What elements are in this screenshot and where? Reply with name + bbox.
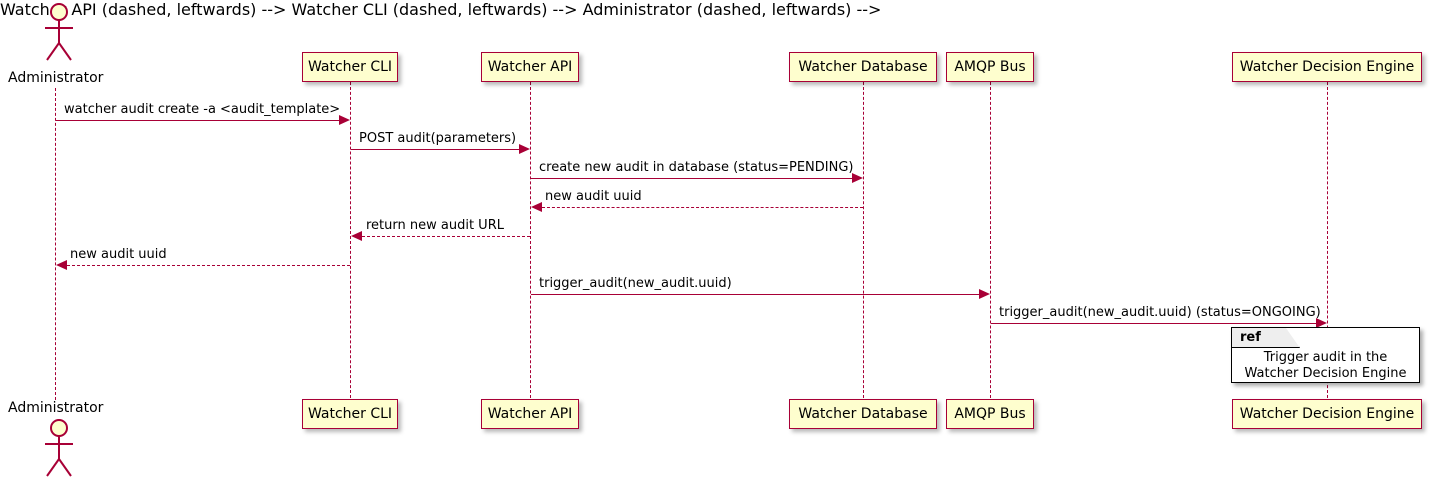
lifeline-watcher-cli <box>350 82 351 398</box>
lifeline-amqp-bus <box>990 82 991 398</box>
message-label-2: POST audit(parameters) <box>359 131 517 146</box>
participant-box-watcher-api-top[interactable]: Watcher API <box>481 52 579 82</box>
participant-box-watcher-api-bottom[interactable]: Watcher API <box>481 399 579 429</box>
arrowhead-3 <box>852 173 863 183</box>
message-label-1: watcher audit create -a <audit_template> <box>64 102 341 117</box>
participant-label: Watcher API <box>487 59 573 75</box>
message-label-8: trigger_audit(new_audit.uuid) (status=ON… <box>999 305 1321 320</box>
participant-label: Watcher CLI <box>307 406 393 422</box>
participant-label: Watcher Database <box>798 59 928 75</box>
ref-fragment-tab-label: ref <box>1240 330 1261 345</box>
participant-box-watcher-database-bottom[interactable]: Watcher Database <box>789 399 937 429</box>
ref-fragment-tab: ref <box>1232 328 1300 348</box>
participant-label: AMQP Bus <box>954 406 1026 422</box>
participant-box-watcher-decision-engine-top[interactable]: Watcher Decision Engine <box>1232 52 1422 82</box>
arrowhead-7 <box>979 289 990 299</box>
arrowhead-5 <box>351 231 362 241</box>
message-label-6: new audit uuid <box>70 247 167 262</box>
ref-fragment-line-2: Watcher Decision Engine <box>1244 366 1407 381</box>
lifeline-watcher-api <box>530 82 531 398</box>
message-arrow-2 <box>351 149 519 150</box>
participant-box-watcher-decision-engine-bottom[interactable]: Watcher Decision Engine <box>1232 399 1422 429</box>
message-arrow-8 <box>991 323 1316 324</box>
actor-stick-figure-icon <box>45 3 73 61</box>
actor-label-top: Administrator <box>8 70 104 86</box>
message-label-7: trigger_audit(new_audit.uuid) <box>539 276 732 291</box>
message-arrow-5 <box>362 236 530 237</box>
arrowhead-6 <box>56 260 67 270</box>
message-arrow-4 <box>542 207 863 208</box>
ref-fragment-body: Trigger audit in the Watcher Decision En… <box>1232 350 1419 382</box>
message-arrow-6 <box>67 265 350 266</box>
arrowhead-1 <box>339 115 350 125</box>
actor-administrator-top <box>30 2 82 64</box>
ref-fragment: ref Trigger audit in the Watcher Decisio… <box>1231 327 1420 383</box>
participant-label: AMQP Bus <box>954 59 1026 75</box>
actor-stick-figure-icon <box>45 419 73 477</box>
arrowhead-2 <box>519 144 530 154</box>
participant-label: Watcher Database <box>798 406 928 422</box>
actor-label-bottom: Administrator <box>8 400 104 416</box>
lifeline-watcher-database <box>863 82 864 398</box>
participant-label: Watcher API <box>487 406 573 422</box>
message-arrow-1 <box>56 120 340 121</box>
message-label-4: new audit uuid <box>545 189 642 204</box>
participant-label: Watcher Decision Engine <box>1239 406 1415 422</box>
participant-label: Watcher Decision Engine <box>1239 59 1415 75</box>
participant-label: Watcher CLI <box>307 59 393 75</box>
lifeline-administrator <box>55 88 56 400</box>
arrowhead-4 <box>531 202 542 212</box>
actor-administrator-bottom <box>30 418 82 480</box>
participant-box-watcher-database-top[interactable]: Watcher Database <box>789 52 937 82</box>
ref-fragment-line-1: Trigger audit in the <box>1263 350 1388 365</box>
message-label-3: create new audit in database (status=PEN… <box>539 160 854 175</box>
arrowhead-8 <box>1316 318 1327 328</box>
participant-box-amqp-bus-bottom[interactable]: AMQP Bus <box>946 399 1034 429</box>
message-arrow-7 <box>531 294 979 295</box>
lifeline-watcher-decision-engine <box>1327 82 1328 398</box>
participant-box-watcher-cli-top[interactable]: Watcher CLI <box>302 52 398 82</box>
message-label-5: return new audit URL <box>366 218 504 233</box>
participant-box-amqp-bus-top[interactable]: AMQP Bus <box>946 52 1034 82</box>
participant-box-watcher-cli-bottom[interactable]: Watcher CLI <box>302 399 398 429</box>
message-arrow-3 <box>531 178 852 179</box>
